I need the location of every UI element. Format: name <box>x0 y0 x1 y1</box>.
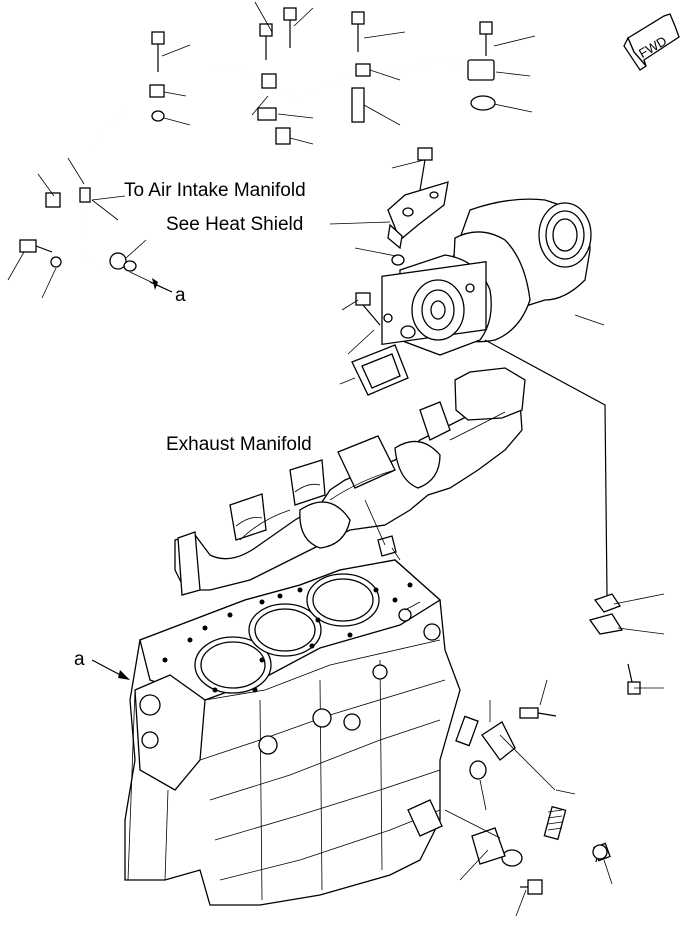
ref-a-arrow-block <box>91 659 130 680</box>
bolts-top <box>19 7 493 326</box>
oil-supply-line <box>79 59 496 272</box>
exhaust-manifold <box>174 367 526 596</box>
label-ref-a-block: a <box>74 649 85 670</box>
label-to-air-intake-manifold: To Air Intake Manifold <box>124 180 306 201</box>
label-ref-a-top: a <box>175 285 186 306</box>
label-see-heat-shield: See Heat Shield <box>166 214 304 235</box>
oil-return-line <box>484 339 641 895</box>
turbo-gasket <box>339 325 416 396</box>
engine-block <box>124 559 461 906</box>
heat-shield-bracket <box>387 181 449 250</box>
fwd-arrow-icon: FWD <box>623 13 680 71</box>
return-fittings <box>404 593 665 917</box>
turbocharger <box>381 198 605 356</box>
label-exhaust-manifold: Exhaust Manifold <box>166 434 312 455</box>
ref-a-arrow-top <box>149 278 173 293</box>
leader-lines <box>7 1 536 355</box>
